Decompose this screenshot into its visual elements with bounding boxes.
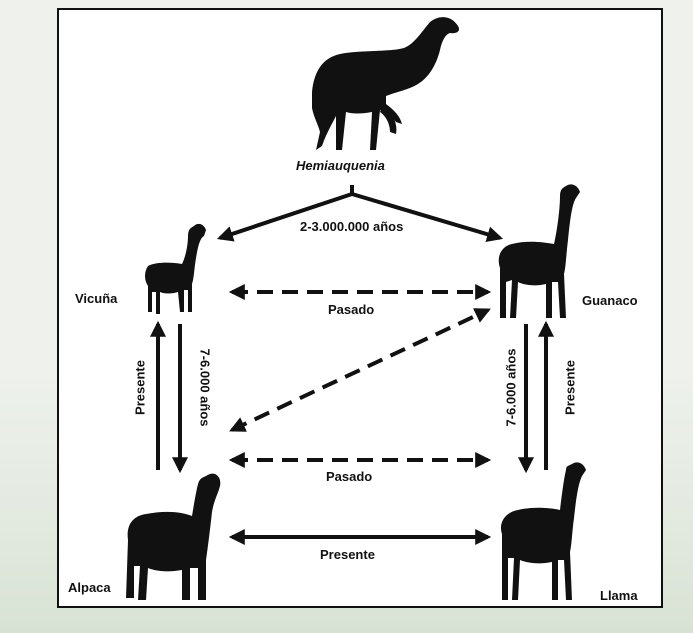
- present-label-left: Presente: [133, 356, 148, 420]
- arrow-alpaca-guanaco-past: [232, 310, 488, 430]
- past-label-top: Pasado: [328, 302, 374, 317]
- present-label-right: Presente: [563, 356, 578, 420]
- guanaco-label: Guanaco: [582, 293, 638, 308]
- vertical-arrows-right: [526, 324, 546, 470]
- vertical-arrows-left: [158, 324, 180, 470]
- past-arrows: [232, 292, 488, 460]
- vicuna-silhouette: [145, 224, 206, 314]
- past-label-bottom: Pasado: [326, 469, 372, 484]
- guanaco-silhouette: [499, 184, 580, 318]
- alpaca-label: Alpaca: [68, 580, 111, 595]
- domestication-label-right: 7-6.000 años: [504, 343, 519, 433]
- llama-label: Llama: [600, 588, 638, 603]
- alpaca-silhouette: [126, 474, 220, 600]
- domestication-label-left: 7-6.000 años: [198, 343, 213, 433]
- split-time-label: 2-3.000.000 años: [300, 219, 403, 234]
- vicuna-label: Vicuña: [75, 291, 117, 306]
- llama-silhouette: [501, 462, 586, 600]
- present-label-bottom: Presente: [320, 547, 375, 562]
- hemiauquenia-silhouette: [312, 17, 459, 150]
- ancestor-label: Hemiauquenia: [296, 158, 385, 173]
